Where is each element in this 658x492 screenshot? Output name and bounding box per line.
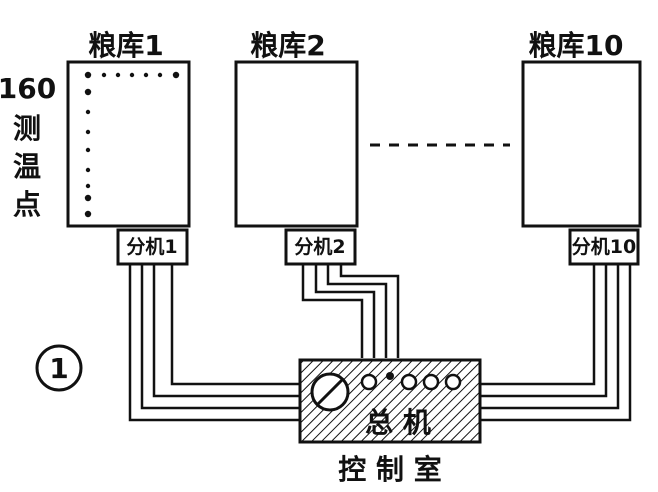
granary-1: 分机1 [66,60,191,266]
sensor-points [84,71,180,218]
cable-bundle-granary-10 [480,264,632,422]
granary-1-building [66,60,191,228]
gauge-icon [310,372,350,412]
granary-10-title: 粮库10 [529,29,624,62]
side-label-line-1: 160 [0,72,56,105]
granary-2-title: 粮库2 [250,29,325,62]
granary-2-unit-label: 分机2 [294,236,345,258]
granary-2-unit [284,228,357,266]
granary-1-title: 粮库1 [88,29,163,62]
cable-bundle-granary-2 [301,264,400,358]
granary-10: 分机10 [521,60,642,266]
granary-2-building [234,60,359,228]
indicator-lights [360,372,462,391]
granary-10-building [521,60,642,228]
granary-10-unit-label: 分机10 [572,236,636,258]
side-label-line-2: 测 [13,112,41,145]
temperature-points-label: 160 测 温 点 [0,72,56,221]
granary-10-unit [568,228,640,266]
master-unit-label: 总 机 [365,406,431,439]
side-label-line-4: 点 [13,188,41,221]
side-label-line-3: 温 [13,150,41,183]
figure-number-label: 1 [49,352,68,385]
master-unit: 总 机 [298,358,482,444]
control-room-label: 控 制 室 [338,453,442,486]
granary-1-unit [116,228,189,266]
cable-bundle-granary-1 [128,264,300,422]
granary-1-unit-label: 分机1 [126,236,177,258]
figure-number: 1 [35,344,83,392]
granary-2: 分机2 [234,60,359,266]
